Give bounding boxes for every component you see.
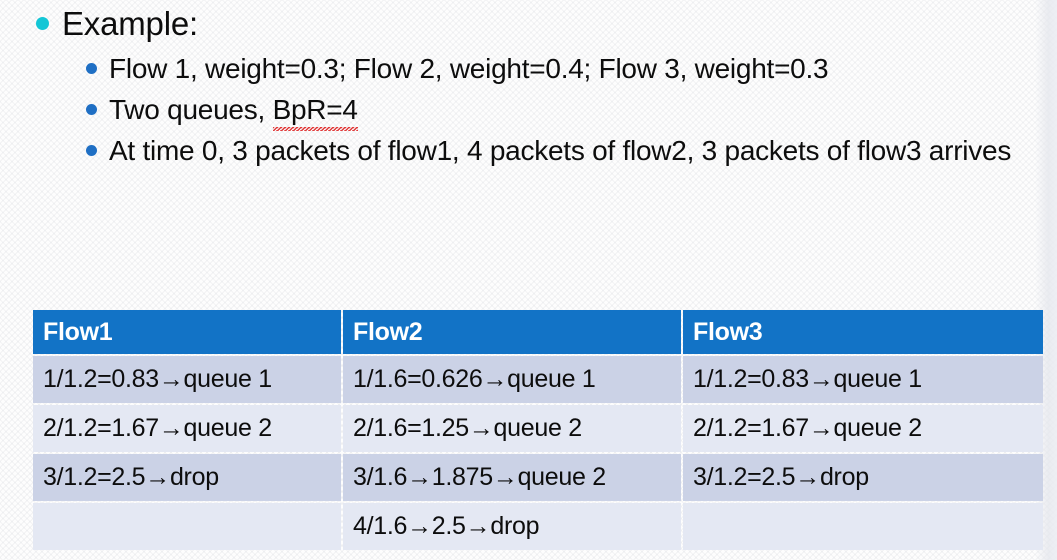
bullet-item-queues: Two queues, BpR=4 <box>0 91 1057 131</box>
table-header-flow1: Flow1 <box>33 310 341 354</box>
table-header: Flow1 Flow2 Flow3 <box>33 310 1043 354</box>
table-cell: 1/1.2=0.83→queue 1 <box>683 356 1043 403</box>
table-row: 3/1.2=2.5→drop 3/1.6→1.875→queue 2 3/1.2… <box>33 454 1043 501</box>
flow-table: Flow1 Flow2 Flow3 1/1.2=0.83→queue 1 1/1… <box>31 308 1045 552</box>
bullet-dot-icon <box>86 63 97 74</box>
bullet-item-example: Example: <box>0 4 1057 44</box>
bullet-text-weights: Flow 1, weight=0.3; Flow 2, weight=0.4; … <box>109 53 829 84</box>
table-header-flow2: Flow2 <box>343 310 681 354</box>
bullet-dot-icon <box>36 17 49 30</box>
flow-table-container: Flow1 Flow2 Flow3 1/1.2=0.83→queue 1 1/1… <box>31 308 1043 552</box>
bullet-item-weights: Flow 1, weight=0.3; Flow 2, weight=0.4; … <box>0 50 1057 88</box>
spellcheck-misspelled-word: BpR=4 <box>272 91 358 131</box>
bullet-item-arrivals: At time 0, 3 packets of flow1, 4 packets… <box>0 132 1057 170</box>
queues-text-prefix: Two queues, <box>109 94 273 125</box>
table-cell: 3/1.6→1.875→queue 2 <box>343 454 681 501</box>
table-cell: 3/1.2=2.5→drop <box>33 454 341 501</box>
table-header-flow3: Flow3 <box>683 310 1043 354</box>
table-row: 2/1.2=1.67→queue 2 2/1.6=1.25→queue 2 2/… <box>33 405 1043 452</box>
table-row: 1/1.2=0.83→queue 1 1/1.6=0.626→queue 1 1… <box>33 356 1043 403</box>
bullet-text-arrivals: At time 0, 3 packets of flow1, 4 packets… <box>109 135 1012 166</box>
table-header-row: Flow1 Flow2 Flow3 <box>33 310 1043 354</box>
bullet-list: Example: Flow 1, weight=0.3; Flow 2, wei… <box>0 0 1057 173</box>
table-body: 1/1.2=0.83→queue 1 1/1.6=0.626→queue 1 1… <box>33 356 1043 550</box>
table-cell: 3/1.2=2.5→drop <box>683 454 1043 501</box>
table-cell: 2/1.2=1.67→queue 2 <box>683 405 1043 452</box>
table-cell: 4/1.6→2.5→drop <box>343 503 681 550</box>
table-cell: 2/1.6=1.25→queue 2 <box>343 405 681 452</box>
bullet-dot-icon <box>86 145 97 156</box>
bullet-text-queues: Two queues, BpR=4 <box>109 91 358 131</box>
table-cell: 1/1.6=0.626→queue 1 <box>343 356 681 403</box>
table-cell <box>33 503 341 550</box>
table-cell: 2/1.2=1.67→queue 2 <box>33 405 341 452</box>
table-row: 4/1.6→2.5→drop <box>33 503 1043 550</box>
bullet-text-example: Example: <box>62 5 198 42</box>
bullet-dot-icon <box>86 104 97 115</box>
table-cell <box>683 503 1043 550</box>
table-cell: 1/1.2=0.83→queue 1 <box>33 356 341 403</box>
